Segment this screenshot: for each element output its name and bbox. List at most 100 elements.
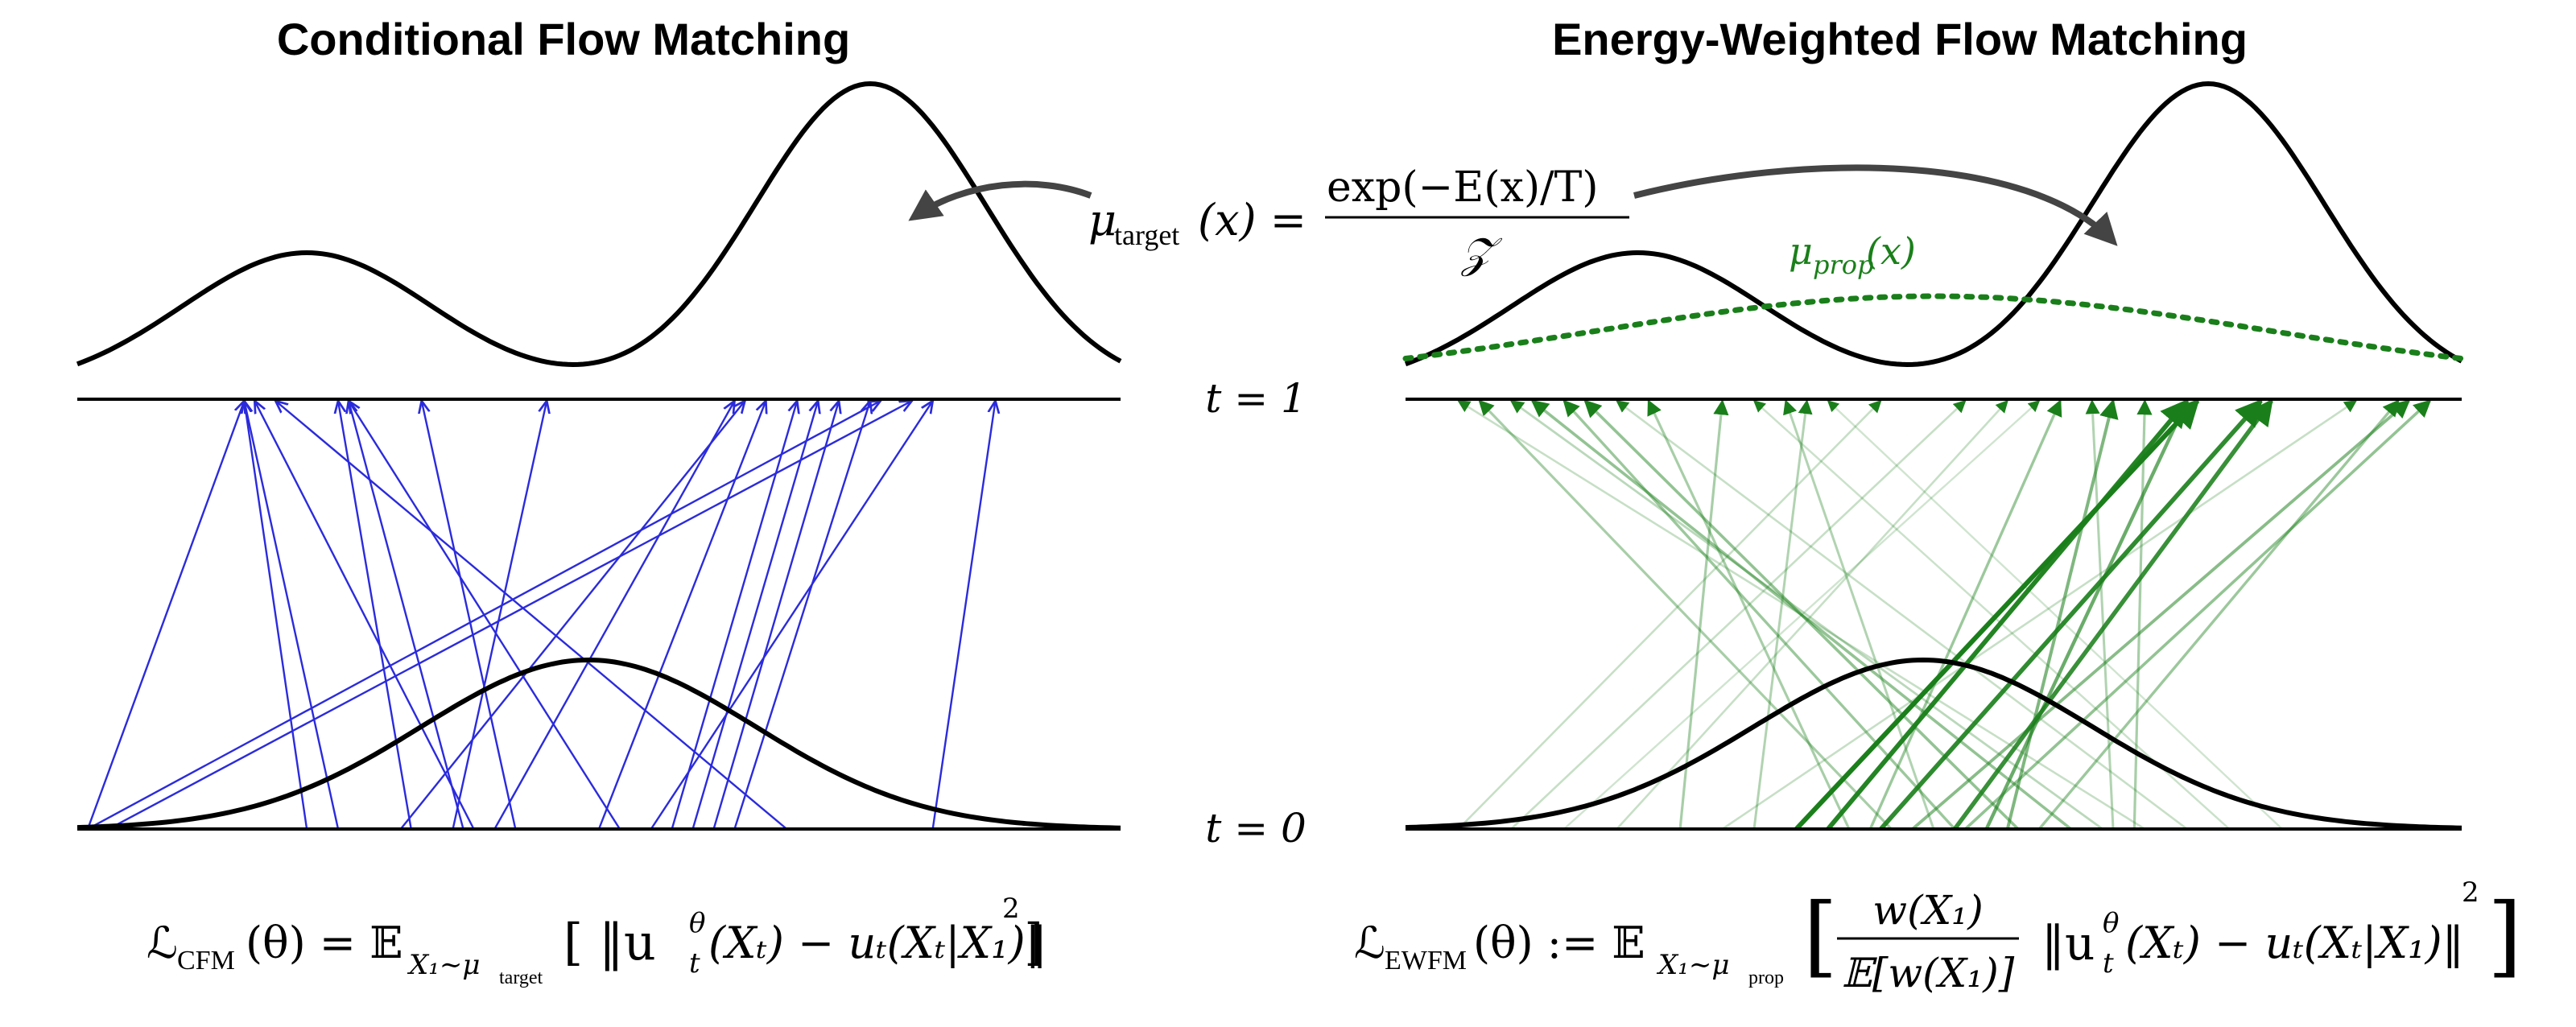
- svg-text:ℒ: ℒ: [1354, 918, 1385, 968]
- ewfm-flow-arrow: [1563, 400, 2041, 830]
- right-panel-title: Energy-Weighted Flow Matching: [1552, 14, 2248, 64]
- ewfm-flow-arrow: [1478, 399, 1893, 831]
- cfm-flow-arrow: [452, 401, 547, 830]
- ewfm-flow-arrow: [1457, 399, 1882, 830]
- cfm-flow-arrow: [650, 401, 933, 830]
- left-target-density-curve: [76, 80, 1122, 368]
- cfm-flow-arrow: [244, 401, 308, 830]
- ewfm-loss-equation: ℒ EWFM (θ) := 𝔼 X₁∼μ prop [ w(X₁) 𝔼[w(X₁…: [1354, 876, 2522, 996]
- ewfm-flow-arrow: [1964, 399, 2432, 831]
- svg-text:μ: μ: [1789, 229, 1813, 273]
- svg-text:(Xₜ) − uₜ(Xₜ|X₁)‖: (Xₜ) − uₜ(Xₜ|X₁)‖: [2125, 918, 2464, 968]
- ewfm-flow-arrow: [1647, 399, 1851, 830]
- ewfm-flow-arrow: [1457, 399, 2146, 831]
- callout-arrow-right: [1633, 164, 2118, 246]
- svg-text:μ: μ: [1088, 195, 1117, 245]
- right-base-density-curve: [1405, 657, 2462, 831]
- svg-text:(θ) := 𝔼: (θ) := 𝔼: [1473, 918, 1645, 968]
- right-target-density-curve: [1404, 80, 2463, 368]
- ewfm-flow-arrow: [1530, 399, 2072, 831]
- ewfm-flow-arrow: [1826, 398, 2190, 831]
- cfm-arrow-group: [86, 401, 996, 831]
- svg-text:(θ) = 𝔼: (θ) = 𝔼: [246, 918, 402, 968]
- ewfm-flow-arrow: [1879, 398, 2263, 831]
- svg-text:X₁∼μ: X₁∼μ: [1656, 949, 1729, 981]
- cfm-flow-arrow: [275, 401, 788, 830]
- left-base-density-curve: [76, 657, 1121, 831]
- cfm-flow-arrow: [671, 401, 798, 830]
- left-panel-title: Conditional Flow Matching: [277, 14, 850, 64]
- svg-text:(Xₜ) − uₜ(Xₜ|X₁)‖: (Xₜ) − uₜ(Xₜ|X₁)‖: [708, 918, 1047, 968]
- svg-text:prop: prop: [1813, 250, 1874, 280]
- cfm-flow-arrow: [931, 401, 996, 830]
- callout-arrow-left: [908, 180, 1092, 221]
- ewfm-flow-arrow: [2085, 399, 2115, 830]
- target-density-equation: μ target (x) = exp(−E(x)/T) 𝒵: [1088, 163, 1629, 278]
- ewfm-flow-arrow: [1783, 399, 1935, 830]
- proposal-density-label: μ prop (x): [1789, 229, 1916, 280]
- svg-text:prop: prop: [1748, 967, 1784, 988]
- svg-text:t: t: [2103, 947, 2114, 980]
- ewfm-flow-arrow: [1510, 399, 1967, 830]
- ewfm-flow-arrow: [1509, 399, 2103, 831]
- cfm-flow-arrow: [86, 401, 244, 830]
- cfm-flow-arrow: [87, 401, 881, 831]
- svg-text:X₁∼μ: X₁∼μ: [407, 949, 480, 981]
- ewfm-flow-arrow: [1911, 399, 2411, 831]
- svg-text:w(X₁): w(X₁): [1872, 887, 1983, 934]
- cfm-loss-equation: ℒ CFM (θ) = 𝔼 X₁∼μ target [ ‖u θ t (Xₜ) …: [147, 893, 1047, 988]
- cfm-flow-arrow: [597, 401, 766, 830]
- svg-text:(x): (x): [1866, 229, 1916, 273]
- ewfm-open-bracket: [: [1803, 884, 1838, 987]
- ewfm-flow-arrow: [1794, 398, 2200, 831]
- svg-text:CFM: CFM: [177, 946, 235, 975]
- cfm-flow-arrow: [733, 401, 871, 830]
- proposal-density-curve: [1402, 293, 2465, 361]
- svg-text:target: target: [499, 967, 543, 988]
- svg-text:(x) =: (x) =: [1198, 195, 1307, 245]
- ewfm-close-bracket: ]: [2487, 884, 2522, 987]
- ewfm-flow-arrow: [1752, 399, 2231, 830]
- svg-text:EWFM: EWFM: [1385, 946, 1467, 975]
- ewfm-flow-arrow: [1563, 399, 1956, 831]
- time-label-t0: t = 0: [1205, 805, 1307, 852]
- svg-text:𝒵: 𝒵: [1460, 229, 1502, 278]
- ewfm-arrow-group: [1457, 398, 2432, 831]
- ewfm-flow-arrow: [2037, 399, 2400, 831]
- cfm-flow-arrow: [691, 401, 819, 830]
- cfm-flow-arrow: [349, 401, 464, 830]
- ewfm-flow-arrow: [1953, 398, 2273, 831]
- svg-text:2: 2: [1002, 893, 1020, 925]
- ewfm-flow-arrow: [2132, 399, 2153, 830]
- svg-text:t: t: [689, 947, 700, 980]
- time-label-t1: t = 1: [1205, 375, 1307, 422]
- cfm-flow-arrow: [399, 401, 745, 830]
- svg-text:ℒ: ℒ: [147, 918, 178, 968]
- ewfm-flow-arrow: [1827, 400, 2283, 830]
- ewfm-flow-arrow: [1616, 399, 2188, 831]
- svg-text:θ: θ: [2103, 907, 2119, 939]
- ewfm-flow-arrow: [1868, 399, 2062, 830]
- ewfm-flow-arrow: [1752, 399, 1813, 830]
- cfm-flow-arrow: [254, 401, 475, 830]
- ewfm-flow-arrow: [1616, 399, 2008, 830]
- svg-text:𝔼[w(X₁)]: 𝔼[w(X₁)]: [1842, 950, 2015, 996]
- cfm-flow-arrow: [493, 401, 734, 830]
- svg-text:θ: θ: [689, 907, 705, 939]
- ewfm-flow-arrow: [2005, 398, 2119, 830]
- ewfm-flow-arrow: [1984, 398, 2189, 830]
- ewfm-flow-arrow: [1721, 399, 2358, 831]
- cfm-flow-arrow: [338, 401, 412, 830]
- ewfm-flow-arrow: [1583, 399, 2020, 831]
- svg-text:2: 2: [2462, 876, 2479, 909]
- cfm-flow-arrow: [108, 401, 912, 831]
- ewfm-flow-arrow: [1678, 399, 1729, 830]
- svg-text:exp(−E(x)/T): exp(−E(x)/T): [1327, 163, 1599, 212]
- cfm-flow-arrow: [244, 401, 340, 830]
- svg-text:]: ]: [1024, 913, 1043, 971]
- svg-text:‖u: ‖u: [2041, 916, 2095, 971]
- cfm-flow-arrow: [422, 401, 517, 830]
- svg-text:target: target: [1114, 219, 1179, 251]
- cfm-flow-arrow: [712, 401, 840, 830]
